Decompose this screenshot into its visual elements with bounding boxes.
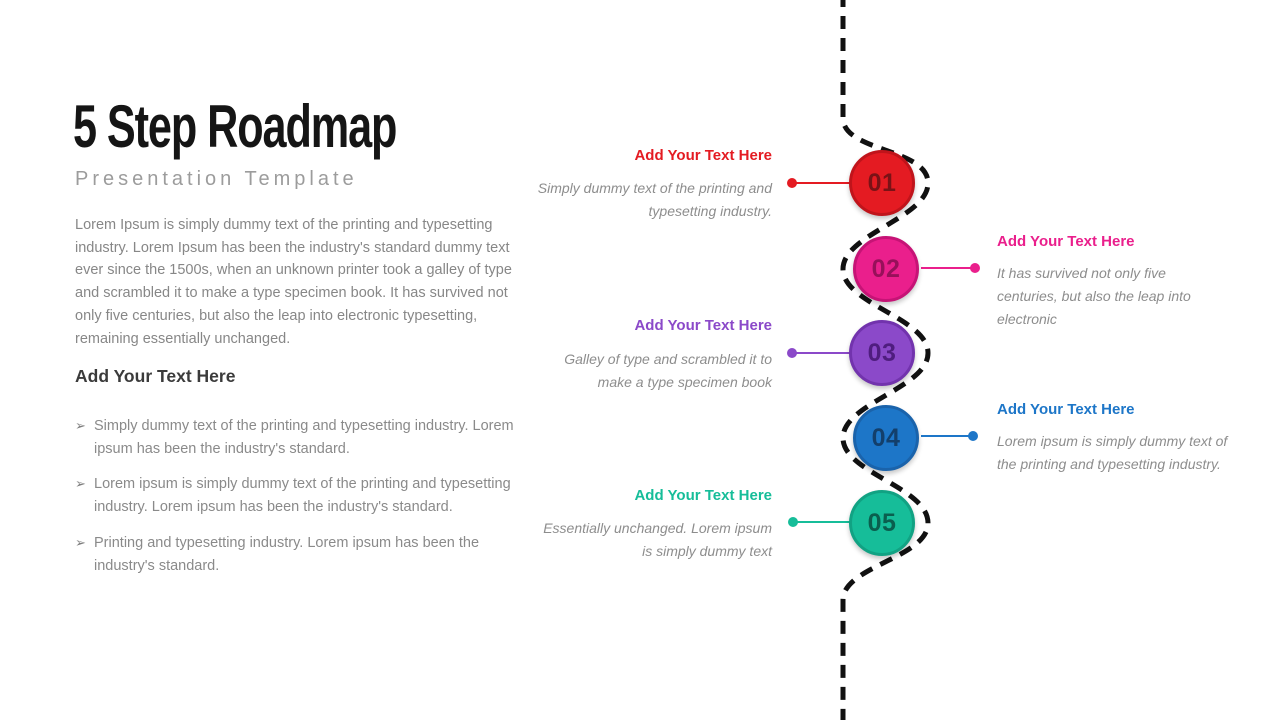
connector-dot-icon xyxy=(968,431,978,441)
bullet-text: Lorem ipsum is simply dummy text of the … xyxy=(94,476,511,516)
step-heading: Add Your Text Here xyxy=(634,317,772,334)
connector-line xyxy=(921,431,978,441)
arrow-bullet-icon: ➢ xyxy=(75,534,86,550)
list-item: ➢ Lorem ipsum is simply dummy text of th… xyxy=(75,473,523,518)
bullet-list: ➢ Simply dummy text of the printing and … xyxy=(75,415,523,590)
step-number: 03 xyxy=(867,338,897,367)
step-number: 01 xyxy=(867,168,897,197)
step-description: It has survived not only five centuries,… xyxy=(997,265,1191,327)
bullet-text: Printing and typesetting industry. Lorem… xyxy=(94,534,480,574)
connector-dot-icon xyxy=(970,263,980,273)
step-heading: Add Your Text Here xyxy=(634,487,772,504)
connector-dot-icon xyxy=(787,178,797,188)
step-number-badge: 04 xyxy=(853,405,919,471)
section-heading: Add Your Text Here xyxy=(75,366,236,386)
step-description: Lorem ipsum is simply dummy text of the … xyxy=(997,433,1228,472)
step-description: Galley of type and scrambled it to make … xyxy=(564,351,772,390)
step-description: Essentially unchanged. Lorem ipsum is si… xyxy=(543,520,772,559)
step-number: 04 xyxy=(871,423,901,452)
connector-line xyxy=(921,263,980,273)
step-number-badge: 03 xyxy=(849,320,915,386)
step-number: 02 xyxy=(871,254,901,283)
step-number: 05 xyxy=(867,508,897,537)
list-item: ➢ Printing and typesetting industry. Lor… xyxy=(75,532,523,577)
connector-dot-icon xyxy=(788,517,798,527)
bullet-text: Simply dummy text of the printing and ty… xyxy=(94,418,514,457)
step-number-badge: 01 xyxy=(849,150,915,216)
step-number-badge: 02 xyxy=(853,236,919,302)
arrow-bullet-icon: ➢ xyxy=(75,476,86,492)
step-heading: Add Your Text Here xyxy=(997,233,1135,250)
arrow-bullet-icon: ➢ xyxy=(75,418,86,433)
connector-line xyxy=(787,348,850,358)
step-description: Simply dummy text of the printing and ty… xyxy=(537,180,772,219)
step-heading: Add Your Text Here xyxy=(634,147,772,164)
list-item: ➢ Simply dummy text of the printing and … xyxy=(75,415,523,460)
page-subtitle: Presentation Template xyxy=(75,168,358,190)
connector-line xyxy=(788,517,850,527)
step-heading: Add Your Text Here xyxy=(997,401,1135,418)
connector-line xyxy=(787,178,850,188)
intro-paragraph: Lorem Ipsum is simply dummy text of the … xyxy=(75,217,512,347)
connector-dot-icon xyxy=(787,348,797,358)
step-number-badge: 05 xyxy=(849,490,915,556)
page-title: 5 Step Roadmap xyxy=(73,93,397,160)
